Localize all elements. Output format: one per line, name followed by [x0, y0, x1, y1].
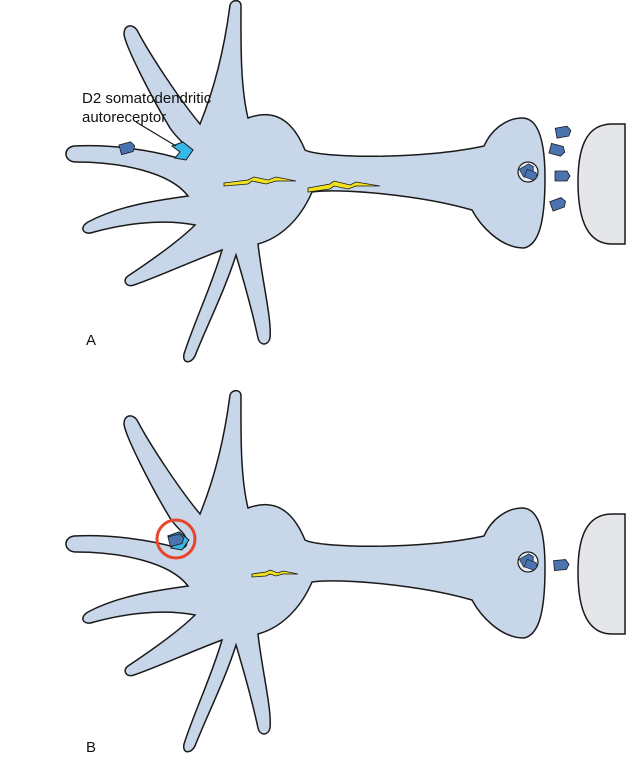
neuron-body [65, 389, 546, 753]
panel-letter-a: A [86, 332, 96, 349]
dopamine-molecule-icon [553, 558, 570, 572]
target-cell [577, 123, 626, 245]
target-cell [577, 513, 626, 635]
panel-b: B [65, 389, 626, 756]
dopamine-molecule-icon [549, 196, 568, 212]
panel-letter-b: B [86, 739, 96, 756]
action-potential-icon [307, 180, 381, 193]
callout-leader-line [135, 121, 177, 147]
panel-a: D2 somatodendritic autoreceptor A [65, 0, 626, 363]
dopamine-molecule-icon [554, 125, 573, 139]
action-potential-icon [223, 176, 297, 187]
callout-label-line1: D2 somatodendritic [82, 90, 212, 107]
neuron-body [65, 0, 546, 363]
d2-autoreceptor-icon [170, 141, 194, 161]
dopamine-molecule-icon [554, 170, 571, 182]
callout-label-line2: autoreceptor [82, 109, 166, 126]
highlight-ring [155, 518, 197, 560]
dopamine-molecule-icon [548, 142, 567, 158]
action-potential-icon [251, 569, 299, 578]
